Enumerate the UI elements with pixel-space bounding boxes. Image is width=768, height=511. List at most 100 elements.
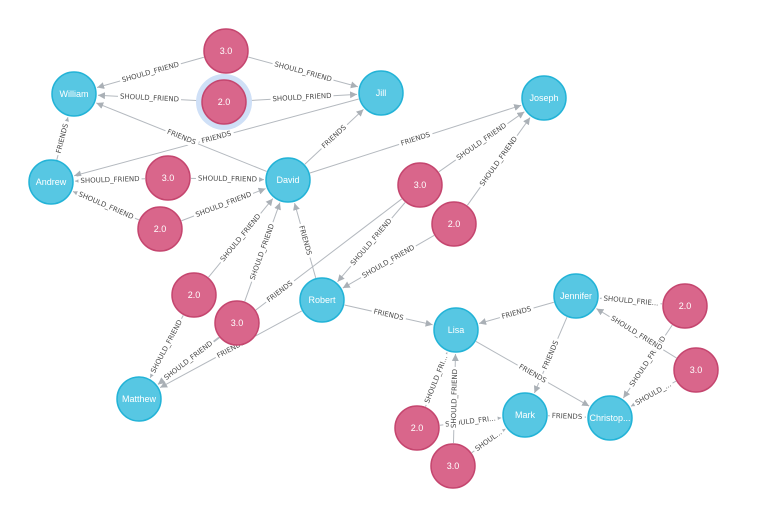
node-circle[interactable]	[433, 307, 479, 353]
person-node-mark[interactable]: Mark	[502, 392, 548, 438]
node-circle[interactable]	[673, 347, 719, 393]
relationship-s11-jennifer[interactable]: SHOULD_FRIE...	[599, 293, 663, 309]
relationship-s1-jill[interactable]: SHOULD_FRIEND	[248, 56, 358, 89]
relationship-robert-lisa[interactable]: FRIENDS	[344, 304, 433, 327]
relationship-label: SHOULD_FRIEND	[450, 369, 459, 428]
person-node-christop[interactable]: Christop...	[587, 395, 633, 441]
node-circle[interactable]	[171, 272, 217, 318]
node-caption: 2.0	[448, 219, 461, 229]
relationship-label-background	[452, 119, 511, 165]
relationship-label: SHOULD_FRIEND	[77, 190, 134, 221]
relationship-label: FRIENDS	[55, 122, 71, 154]
relationship-label: SHOULD_FRIEND	[194, 190, 252, 219]
relationship-label: SHOULD_...	[634, 381, 673, 407]
score-node-s7[interactable]: 2.0	[171, 272, 217, 318]
node-caption: William	[60, 89, 89, 99]
score-node-s8[interactable]: 3.0	[214, 300, 260, 346]
relationship-label-background	[78, 173, 142, 187]
score-node-s5[interactable]: 3.0	[397, 162, 443, 208]
relationship-label-background	[370, 306, 407, 324]
node-caption: Lisa	[448, 325, 465, 335]
relationship-label-background	[631, 378, 676, 409]
score-node-s12[interactable]: 3.0	[673, 347, 719, 393]
node-circle[interactable]	[397, 162, 443, 208]
relationship-s10-mark[interactable]: SHOUL...	[471, 426, 506, 455]
person-node-joseph[interactable]: Joseph	[521, 75, 567, 121]
score-node-s3[interactable]: 3.0	[145, 155, 191, 201]
node-circle[interactable]	[51, 71, 97, 117]
relationship-label: SHOULD_FRIEND	[198, 174, 257, 183]
node-caption: 3.0	[220, 46, 233, 56]
node-caption: 2.0	[411, 423, 424, 433]
person-node-david[interactable]: David	[265, 157, 311, 203]
node-circle[interactable]	[137, 206, 183, 252]
relationship-label-background	[549, 410, 585, 423]
node-circle[interactable]	[431, 201, 477, 247]
person-node-matthew[interactable]: Matthew	[116, 376, 162, 422]
relationship-label-background	[498, 303, 535, 323]
node-circle[interactable]	[214, 300, 260, 346]
person-node-lisa[interactable]: Lisa	[433, 307, 479, 353]
node-circle[interactable]	[553, 273, 599, 319]
relationship-s3-andrew[interactable]: SHOULD_FRIEND	[74, 173, 146, 187]
node-circle[interactable]	[502, 392, 548, 438]
relationship-label-background	[147, 316, 186, 377]
node-caption: 2.0	[188, 290, 201, 300]
relationship-jennifer-lisa[interactable]: FRIENDS	[478, 301, 555, 325]
node-caption: 3.0	[414, 180, 427, 190]
person-node-robert[interactable]: Robert	[299, 277, 345, 323]
relationship-s2-william[interactable]: SHOULD_FRIEND	[97, 91, 202, 105]
relationship-label-background	[539, 336, 563, 373]
relationship-label: SHOULD_FRIEND	[249, 223, 276, 281]
node-caption: Jennifer	[560, 291, 592, 301]
score-node-s11[interactable]: 2.0	[662, 283, 708, 329]
node-caption: Matthew	[122, 394, 157, 404]
node-circle[interactable]	[201, 79, 247, 125]
relationship-s9-lisa[interactable]: SHOULD_FRI...	[421, 352, 452, 407]
relationship-label: SHOULD_FRIEND	[272, 92, 332, 103]
person-node-william[interactable]: William	[51, 71, 97, 117]
node-circle[interactable]	[521, 75, 567, 121]
relationship-label: FRIENDS	[320, 123, 348, 150]
relationship-andrew-william[interactable]: FRIENDS	[53, 117, 72, 160]
node-circle[interactable]	[358, 70, 404, 116]
person-node-jennifer[interactable]: Jennifer	[553, 273, 599, 319]
node-circle[interactable]	[662, 283, 708, 329]
relationship-label-background	[515, 360, 551, 387]
score-node-s2[interactable]: 2.0	[196, 74, 252, 130]
node-circle[interactable]	[430, 443, 476, 489]
relationship-s1-william[interactable]: SHOULD_FRIEND	[96, 56, 205, 89]
node-circle[interactable]	[299, 277, 345, 323]
relationship-label: SHOULD_FRIEND	[609, 314, 664, 352]
node-circle[interactable]	[394, 405, 440, 451]
node-circle[interactable]	[28, 159, 74, 205]
person-node-andrew[interactable]: Andrew	[28, 159, 74, 205]
relationship-label-background	[601, 293, 661, 309]
score-node-s10[interactable]: 3.0	[430, 443, 476, 489]
node-circle[interactable]	[203, 28, 249, 74]
score-node-s9[interactable]: 2.0	[394, 405, 440, 451]
relationship-s4-andrew[interactable]: SHOULD_FRIEND	[72, 188, 140, 223]
node-circle[interactable]	[265, 157, 311, 203]
relationship-s10-lisa[interactable]: SHOULD_FRIEND	[448, 353, 461, 444]
relationship-label-background	[160, 337, 217, 384]
relationship-mark-christop[interactable]: FRIENDS	[547, 410, 587, 423]
node-circle[interactable]	[145, 155, 191, 201]
relationship-s12-jennifer[interactable]: SHOULD_FRIEND	[596, 308, 677, 359]
score-node-s1[interactable]: 3.0	[203, 28, 249, 74]
node-caption: Christop...	[589, 413, 630, 423]
relationship-label-background	[358, 241, 419, 282]
relationship-david-jill[interactable]: FRIENDS	[304, 109, 364, 165]
node-circle[interactable]	[116, 376, 162, 422]
relationship-s2-jill[interactable]: SHOULD_FRIEND	[246, 90, 358, 105]
score-node-s6[interactable]: 2.0	[431, 201, 477, 247]
node-caption: Robert	[308, 295, 336, 305]
relationship-s3-david[interactable]: SHOULD_FRIEND	[190, 173, 265, 185]
person-node-jill[interactable]: Jill	[358, 70, 404, 116]
relationship-label: FRIENDS	[297, 225, 313, 257]
node-circle[interactable]	[587, 395, 633, 441]
score-node-s4[interactable]: 2.0	[137, 206, 183, 252]
relationship-label-background	[53, 120, 72, 157]
relationship-label-background	[476, 132, 522, 191]
